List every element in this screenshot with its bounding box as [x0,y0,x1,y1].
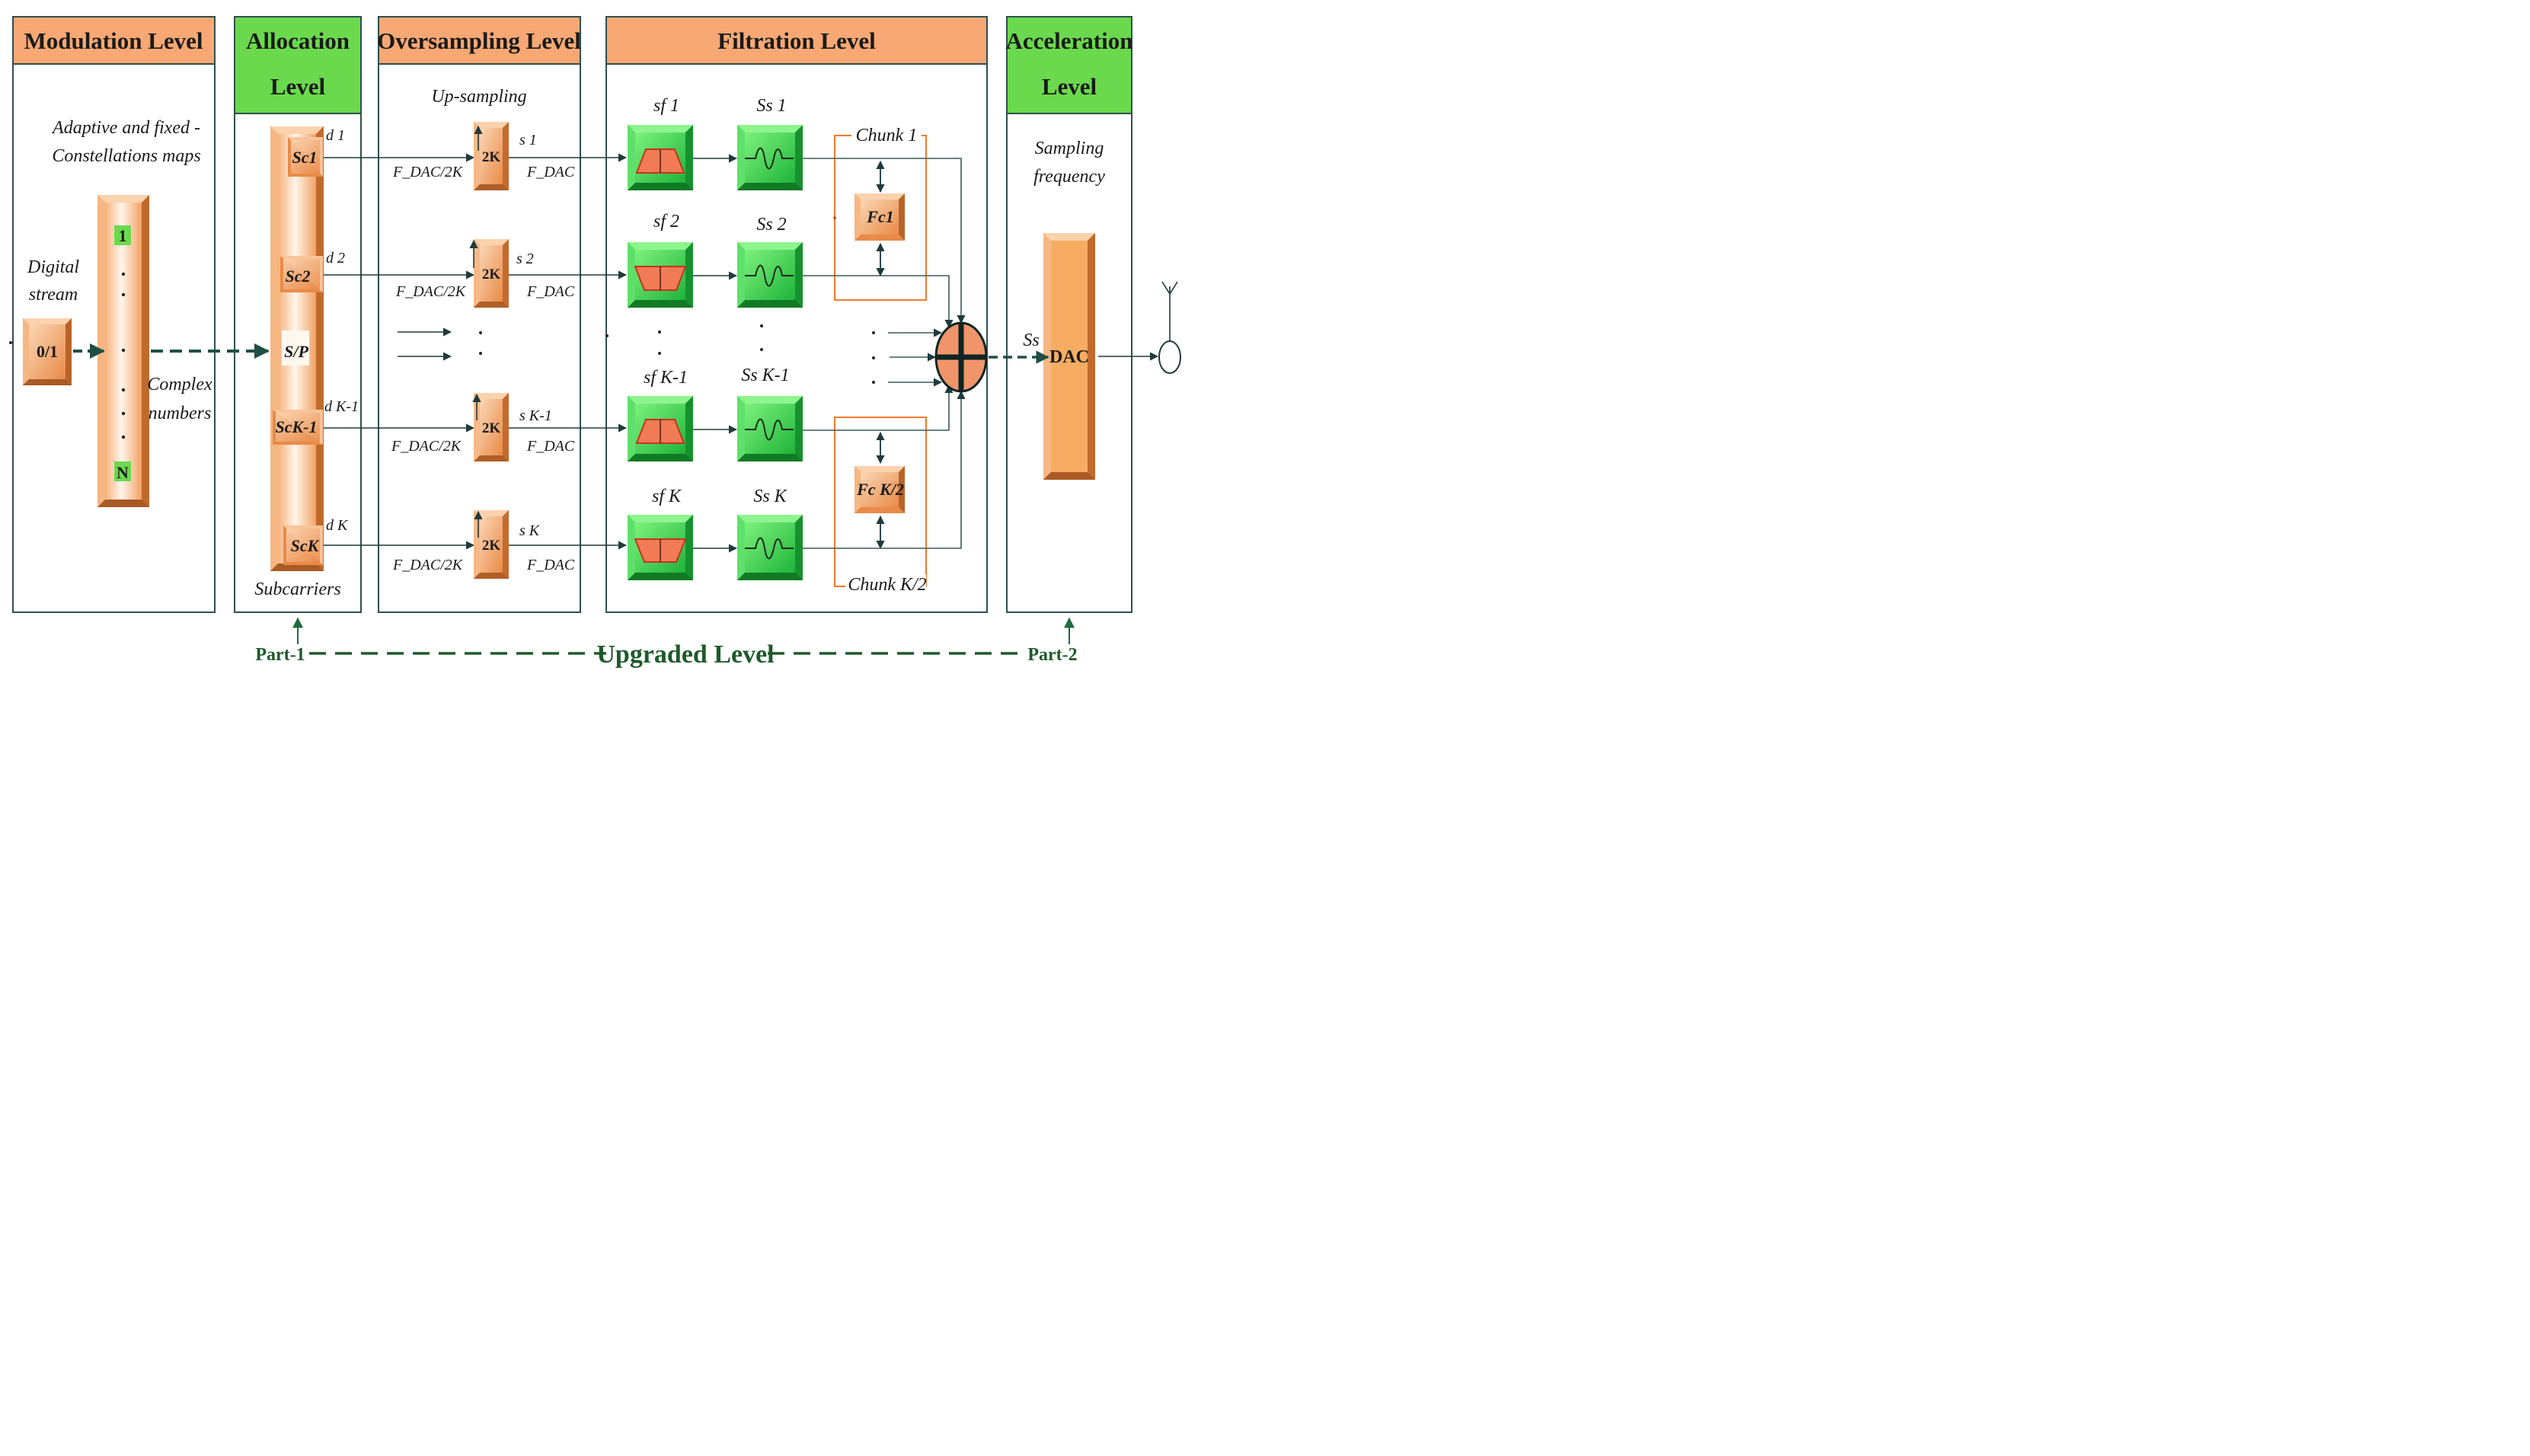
symbol-n-cell [114,461,131,481]
input-dot [9,341,12,344]
factor-row-k: 2K [482,538,501,554]
d1-label: d 1 [326,127,345,144]
oversampling-header [378,16,581,65]
complex-numbers-line2: numbers [149,404,212,423]
chunk-dot [833,216,836,219]
sk-1-label: s K-1 [519,407,552,424]
filter-blocks [628,125,693,580]
factor-row-k-1: 2K [482,420,501,436]
fck2-label: Fc K/2 [856,480,904,499]
bit-block [23,318,72,385]
filtration-title: Filtration Level [717,27,876,54]
symbol-1-cell [114,225,131,245]
subcarriers-caption: Subcarriers [254,580,340,599]
fc1-label: Fc1 [866,207,893,226]
digital-stream-line2: stream [29,285,78,305]
rate-out-row-k-1: F_DAC [526,438,575,455]
acceleration-header [1006,16,1132,114]
s2-label: s 2 [516,251,534,267]
modulation-caption-line1: Adaptive and fixed - [51,118,200,138]
ss1-label: Ss 1 [756,96,786,116]
rate-labels: F_DAC/2K F_DAC/2K F_DAC/2K F_DAC/2K F_DA… [391,164,575,573]
allocation-title-line1: Allocation [246,27,350,54]
rate-out-row-1: F_DAC [526,164,575,180]
s-labels: s 1 s 2 s K-1 s K [516,132,552,539]
factor-row-2: 2K [482,267,501,283]
upsampler-row-k [324,510,628,579]
ss-labels: Ss 1 Ss 2 Ss K-1 Ss K [741,96,789,506]
upsampler-row-1 [324,122,628,190]
rate-in-row-k: F_DAC/2K [392,557,464,573]
acceleration-title-line1: Acceleration [1006,27,1133,54]
symbol-first: 1 [119,226,127,245]
antenna-icon [1158,281,1181,374]
sampling-caption-line2: frequency [1033,167,1105,187]
subcarrier-k-1-label: ScK-1 [276,417,318,436]
dac-label: DAC [1049,347,1089,367]
dk-1-label: d K-1 [324,398,359,415]
factor-row-1: 2K [482,149,501,165]
sine-blocks [737,125,803,580]
summation-node [934,321,988,393]
ss-input-label: Ss [1023,330,1039,350]
middle-row-arrows [398,327,609,361]
chunk-k2-label: Chunk K/2 [848,575,926,595]
sf1-label: sf 1 [653,96,679,116]
d2-label: d 2 [326,250,345,267]
rate-in-row-k-1: F_DAC/2K [391,438,462,455]
rate-in-row-1: F_DAC/2K [392,164,464,180]
digital-stream-line1: Digital [27,257,79,277]
ss2-label: Ss 2 [756,215,786,235]
modulation-header [12,16,216,65]
subcarrier-blocks [273,137,323,565]
diagram-canvas: Modulation Level Allocation Level Oversa… [9,16,1181,669]
filtration-dots [658,324,875,384]
sk-label: s K [519,522,541,539]
allocation-header [234,16,362,114]
chunk-1-label: Chunk 1 [856,126,918,145]
modulation-title: Modulation Level [24,27,203,54]
chunk-1-label-bg [851,125,922,146]
subcarrier-k-label: ScK [291,536,320,555]
chunk-k2-label-bg [845,574,926,595]
symbol-last: N [117,463,129,482]
complex-numbers-line1: Complex [147,375,212,394]
rate-out-row-k: F_DAC [526,557,575,573]
acceleration-title-line2: Level [1042,73,1097,100]
part1-label: Part-1 [255,645,305,665]
ssk-1-label: Ss K-1 [741,366,789,385]
ssk-label: Ss K [753,487,787,506]
subcarrier-2-label: Sc2 [286,267,311,286]
fc1-block [855,193,905,241]
sampling-caption-line1: Sampling [1035,139,1104,158]
sf-labels: sf 1 sf 2 sf K-1 sf K [644,96,688,506]
sfk-label: sf K [652,487,682,506]
dk-label: d K [326,517,349,534]
mapper-dots [121,272,126,439]
sfk-1-label: sf K-1 [644,368,688,388]
sp-label: S/P [284,342,308,361]
subcarrier-1-label: Sc1 [292,148,318,167]
part2-label: Part-2 [1027,645,1077,665]
fck2-block [855,466,905,513]
filter-to-sine-arrows [693,154,738,553]
bit-block-label: 0/1 [37,342,58,361]
oversampling-title: Oversampling Level [377,27,581,54]
allocation-title-line2: Level [270,73,326,100]
rate-out-row-2: F_DAC [526,283,575,300]
modulation-caption-line2: Constellations maps [52,146,200,166]
s1-label: s 1 [519,132,537,148]
upsampling-caption: Up-sampling [431,87,526,107]
dac-block [1043,233,1095,480]
upgraded-level-label: Upgraded Level [596,640,774,669]
filtration-header [605,16,988,65]
upsampler-row-2 [324,239,628,308]
sf2-label: sf 2 [653,212,679,231]
combiner-feed-lines [803,158,966,549]
rate-in-row-2: F_DAC/2K [395,283,467,300]
upsampler-row-k-1 [324,393,628,461]
